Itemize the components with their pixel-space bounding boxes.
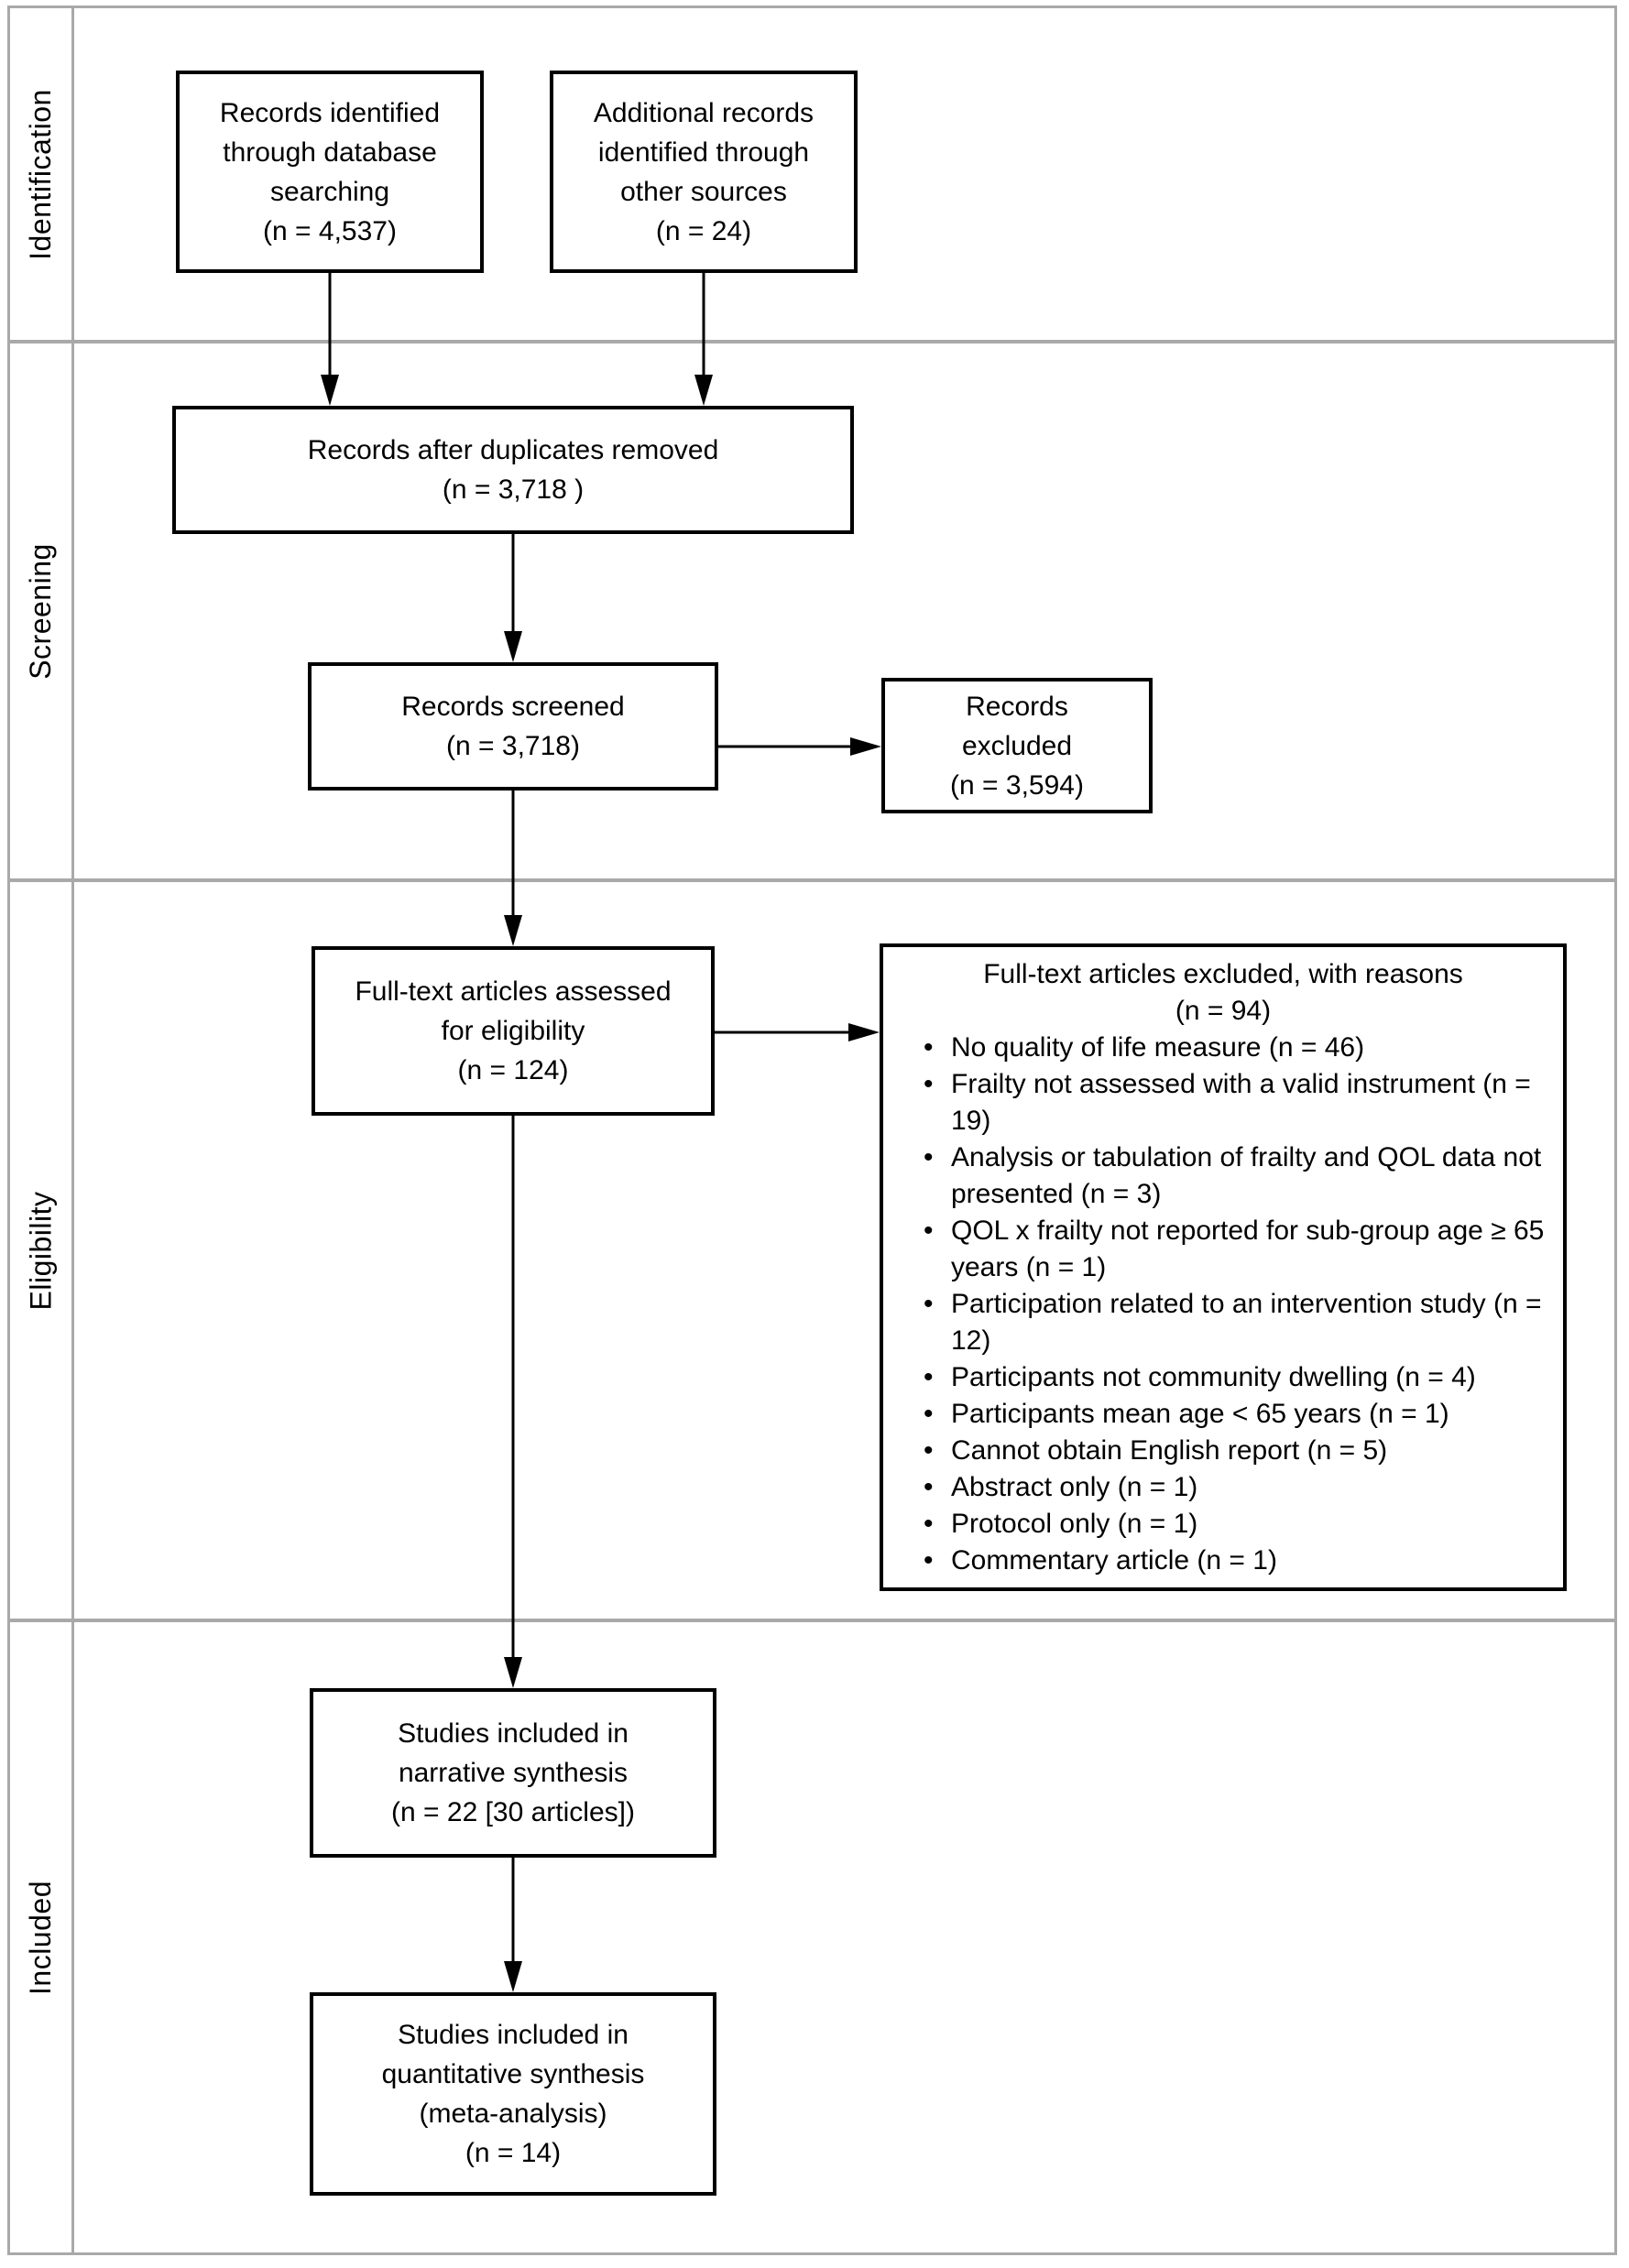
box-line: (n = 4,537) [263,215,397,246]
arrow-screened-to-excluded [718,737,881,756]
box-fulltext-articles-assessed: Full-text articles assessed for eligibil… [312,946,715,1116]
box-records-excluded: Records excluded (n = 3,594) [881,678,1153,813]
box-line: searching [269,176,390,207]
arrow-narrative-to-quantitative [504,1858,522,1992]
exclusion-reason: Frailty not assessed with a valid instru… [894,1066,1552,1139]
arrow-duplicates-to-screened [504,534,522,662]
exclusion-reason: Protocol only (n = 1) [894,1506,1552,1543]
box-fulltext-articles-excluded: Full-text articles excluded, with reason… [880,943,1567,1591]
box-line: Studies included in [398,1718,629,1749]
box-line: (n = 22 [30 articles]) [391,1797,635,1827]
box-line: (n = 24) [655,215,752,246]
exclusion-reason: Participation related to an intervention… [894,1286,1552,1359]
box-records-identified: Records identified through database sear… [176,71,484,273]
exclusion-reason: Abstract only (n = 1) [894,1469,1552,1506]
arrow-database-to-duplicates [321,273,339,406]
box-line: narrative synthesis [398,1758,629,1788]
box-records-screened: Records screened (n = 3,718) [308,662,718,791]
box-line: excluded [961,730,1073,761]
box-line: identified through [597,136,810,168]
box-title: Full-text articles excluded, with reason… [983,959,1463,989]
box-line: Additional records [593,97,814,128]
box-line: Records [966,691,1068,722]
phase-separator-screening-eligibility [7,878,1617,882]
box-line: (n = 3,718 ) [442,474,585,505]
box-line: Studies included in [398,2020,629,2050]
box-quantitative-synthesis: Studies included in quantitative synthes… [310,1992,716,2196]
arrow-fulltext-to-excluded-reasons [715,1023,880,1041]
box-line: Records identified [219,97,441,128]
figure-border [7,5,1617,2255]
sidebar-divider-line [71,5,74,2255]
exclusion-reason: No quality of life measure (n = 46) [894,1030,1552,1066]
box-narrative-synthesis: Studies included in narrative synthesis … [310,1688,716,1858]
exclusion-reason: QOL x frailty not reported for sub-group… [894,1213,1552,1286]
arrow-screened-to-fulltext [504,791,522,946]
box-line: Records screened [401,692,625,722]
box-line: through database [223,136,437,168]
box-records-after-duplicates-removed: Records after duplicates removed (n = 3,… [172,406,854,534]
box-line: (meta-analysis) [419,2099,607,2129]
box-line: (n = 14) [465,2138,562,2168]
exclusion-reasons-list: No quality of life measure (n = 46) Frai… [894,1030,1552,1579]
box-line: quantitative synthesis [381,2059,645,2089]
box-count: (n = 94) [1175,996,1272,1026]
phase-separator-identification-screening [7,340,1617,343]
box-line: other sources [620,176,787,207]
box-additional-records: Additional records identified through ot… [550,71,858,273]
exclusion-reason: Commentary article (n = 1) [894,1543,1552,1579]
arrow-other-sources-to-duplicates [694,273,713,406]
exclusion-reason: Participants not community dwelling (n =… [894,1359,1552,1396]
box-line: (n = 3,594) [950,769,1084,801]
exclusion-reason: Participants mean age < 65 years (n = 1) [894,1396,1552,1433]
box-line: Records after duplicates removed [307,435,719,465]
arrow-fulltext-to-narrative [504,1116,522,1688]
exclusion-reason: Cannot obtain English report (n = 5) [894,1433,1552,1469]
phase-separator-eligibility-included [7,1619,1617,1622]
exclusion-reason: Analysis or tabulation of frailty and QO… [894,1139,1552,1213]
box-line: for eligibility [441,1016,585,1046]
box-line: (n = 3,718) [446,731,580,761]
box-line: (n = 124) [457,1055,569,1085]
box-line: Full-text articles assessed [355,976,672,1007]
